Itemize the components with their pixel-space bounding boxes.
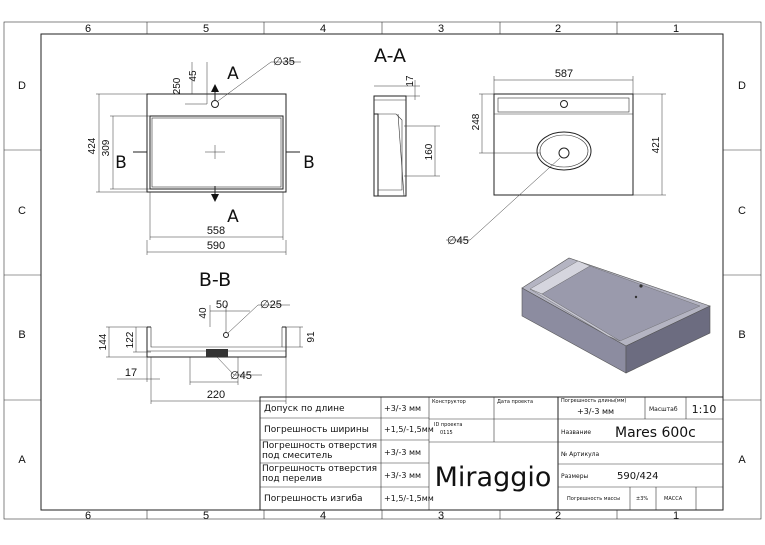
faucet-hole	[211, 100, 219, 108]
size-label: Размеры	[561, 473, 589, 480]
section-label-b: B	[115, 153, 127, 173]
tolerance-value: +3/-3 мм	[384, 471, 421, 480]
dim-hole-35: ∅35	[273, 56, 295, 68]
column-label: 4	[320, 23, 326, 35]
length-error-label: Погрешность длины(мм)	[561, 398, 626, 404]
column-label: 1	[673, 510, 679, 522]
scale-value: 1:10	[692, 403, 717, 416]
tolerance-label: Погрешность изгиба	[264, 494, 363, 504]
dim-40: 40	[198, 307, 209, 319]
overflow-hole	[560, 100, 568, 108]
row-label: A	[738, 454, 746, 466]
tolerance-label: Погрешность ширины	[264, 425, 369, 435]
dim-160: 160	[424, 143, 435, 160]
section-aa-title: A-A	[374, 45, 406, 67]
dim-421: 421	[651, 136, 662, 153]
basin-outline	[146, 93, 287, 193]
isometric-view	[521, 257, 711, 374]
section-arrow	[211, 194, 219, 202]
dim-drain-45: ∅45	[447, 235, 469, 247]
column-label: 6	[85, 23, 91, 35]
tolerance-value: +3/-3 мм	[384, 448, 421, 457]
size-value: 590/424	[617, 471, 659, 482]
row-label: A	[18, 454, 26, 466]
company-name: Miraggio	[435, 462, 552, 493]
tolerance-value: +1,5/-1,5мм	[384, 494, 434, 503]
drain-ellipse	[536, 131, 592, 171]
name-label: Название	[561, 429, 591, 436]
column-labels-bottom: 6 5 4 3 2 1	[85, 510, 679, 522]
mass-error-value: ±3%	[636, 496, 648, 502]
product-name: Mares 600c	[615, 425, 696, 441]
drain-hole	[558, 147, 570, 159]
length-error-value: +3/-3 мм	[577, 407, 614, 416]
dim-220: 220	[207, 389, 225, 401]
column-label: 2	[555, 510, 561, 522]
dim-122: 122	[125, 331, 136, 348]
designer-label: Конструктор	[432, 399, 466, 405]
scale-label: Масштаб	[649, 406, 678, 413]
section-aa-view: A-A 17 160	[373, 45, 440, 197]
column-label: 5	[203, 510, 209, 522]
row-label: B	[18, 329, 25, 341]
dim-590: 590	[207, 240, 225, 252]
dim-424: 424	[87, 137, 98, 154]
dim-91: 91	[306, 331, 317, 343]
project-id: 0115	[440, 430, 453, 436]
column-label: 5	[203, 23, 209, 35]
row-label: B	[738, 329, 745, 341]
dim-45: 45	[188, 70, 199, 82]
mass-label: МАССА	[664, 496, 683, 502]
section-label-b: B	[303, 153, 315, 173]
column-label: 3	[438, 23, 444, 35]
dim-248: 248	[471, 113, 482, 130]
section-label-a: A	[227, 64, 239, 84]
dim-hole-25: ∅25	[260, 299, 282, 311]
dim-587: 587	[555, 68, 573, 80]
date-label: Дата проекта	[497, 399, 533, 405]
tolerance-value: +1,5/-1,5мм	[384, 425, 434, 434]
dim-drain-45: ∅45	[230, 370, 252, 382]
dim-50: 50	[216, 299, 228, 311]
section-bb-view: B-B 40 50 ∅25 144 122 91 17 ∅45	[98, 269, 317, 404]
row-label: D	[18, 80, 26, 92]
title-block: Допуск по длине +3/-3 мм Погрешность шир…	[259, 396, 724, 511]
outer-frame	[3, 21, 762, 520]
row-labels-right: D C B A	[738, 80, 746, 466]
article-label: № Артикула	[561, 451, 599, 458]
column-labels-top: 6 5 4 3 2 1	[85, 23, 679, 35]
row-label: C	[738, 205, 746, 217]
tolerance-label: Погрешность отверстия под перелив	[262, 464, 377, 484]
front-outline	[493, 93, 634, 196]
project-id-label: ID проекта	[434, 422, 463, 428]
column-label: 1	[673, 23, 679, 35]
column-label: 4	[320, 510, 326, 522]
front-view: 587 248 421 ∅45	[446, 68, 666, 247]
row-labels-left: D C B A	[18, 80, 26, 466]
mass-error-label: Погрешность массы	[567, 496, 620, 502]
column-label: 3	[438, 510, 444, 522]
dim-144: 144	[98, 333, 109, 350]
section-label-a: A	[227, 207, 239, 227]
basin-bowl-inner	[151, 117, 282, 188]
dim-17: 17	[125, 367, 137, 379]
column-label: 2	[555, 23, 561, 35]
dim-558: 558	[207, 225, 225, 237]
dim-250: 250	[172, 77, 183, 94]
dim-309: 309	[101, 139, 112, 156]
section-bb-title: B-B	[199, 269, 231, 291]
column-label: 6	[85, 510, 91, 522]
tolerance-label: Допуск по длине	[264, 404, 345, 414]
column-ticks	[146, 22, 618, 519]
row-ticks	[4, 149, 761, 401]
basin-bowl	[149, 115, 284, 190]
row-label: C	[18, 205, 26, 217]
top-view: A A B B 250 45 ∅35 424 309 558 590	[87, 56, 315, 255]
tolerance-label: Погрешность отверстия под смеситель	[262, 441, 377, 461]
section-arrow	[211, 84, 219, 92]
tolerance-value: +3/-3 мм	[384, 404, 421, 413]
dim-17: 17	[405, 75, 416, 87]
row-label: D	[738, 80, 746, 92]
